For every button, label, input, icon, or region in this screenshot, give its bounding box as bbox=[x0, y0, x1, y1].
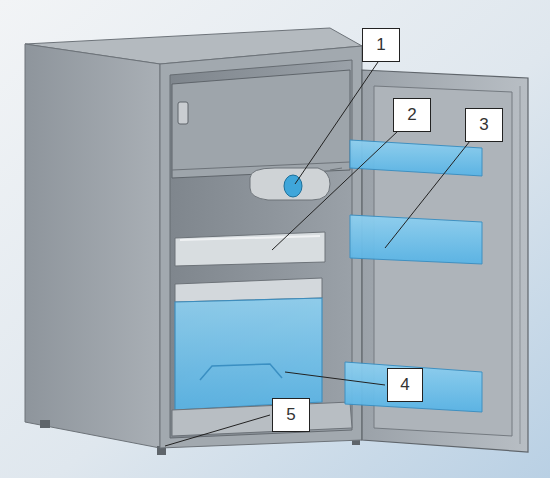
leader-line bbox=[385, 141, 470, 248]
callout-box: 3 bbox=[465, 108, 503, 142]
callout-number: 3 bbox=[479, 115, 488, 135]
leader-line bbox=[285, 372, 385, 385]
door-gasket bbox=[520, 86, 521, 444]
door-bottle-bin bbox=[345, 362, 482, 412]
cabinet-side bbox=[25, 44, 160, 448]
cabinet-front-frame bbox=[160, 46, 362, 448]
leader-line bbox=[295, 62, 378, 184]
callout-number: 4 bbox=[400, 375, 409, 395]
leader-line bbox=[272, 131, 398, 250]
drawer-handle bbox=[200, 364, 282, 380]
thermostat-knob bbox=[330, 168, 342, 170]
callout-number: 1 bbox=[376, 35, 385, 55]
callout-box: 5 bbox=[272, 398, 310, 432]
leader-lines bbox=[165, 62, 470, 446]
callout-number: 5 bbox=[286, 405, 295, 425]
foot bbox=[40, 420, 50, 428]
leader-line bbox=[165, 415, 270, 446]
callout-box: 1 bbox=[362, 28, 400, 62]
callout-number: 2 bbox=[407, 105, 416, 125]
freezer-handle bbox=[178, 102, 188, 124]
cabinet-floor bbox=[172, 402, 352, 436]
shelf-edge bbox=[180, 236, 320, 240]
crisper-drawer bbox=[175, 298, 322, 410]
lamp-housing bbox=[250, 168, 330, 200]
callout-box: 4 bbox=[387, 368, 423, 402]
freezer-compartment bbox=[172, 70, 350, 178]
door-bin bbox=[350, 215, 482, 264]
glass-shelf bbox=[175, 232, 325, 266]
cabinet-interior bbox=[170, 60, 352, 438]
callout-box: 2 bbox=[393, 98, 431, 132]
